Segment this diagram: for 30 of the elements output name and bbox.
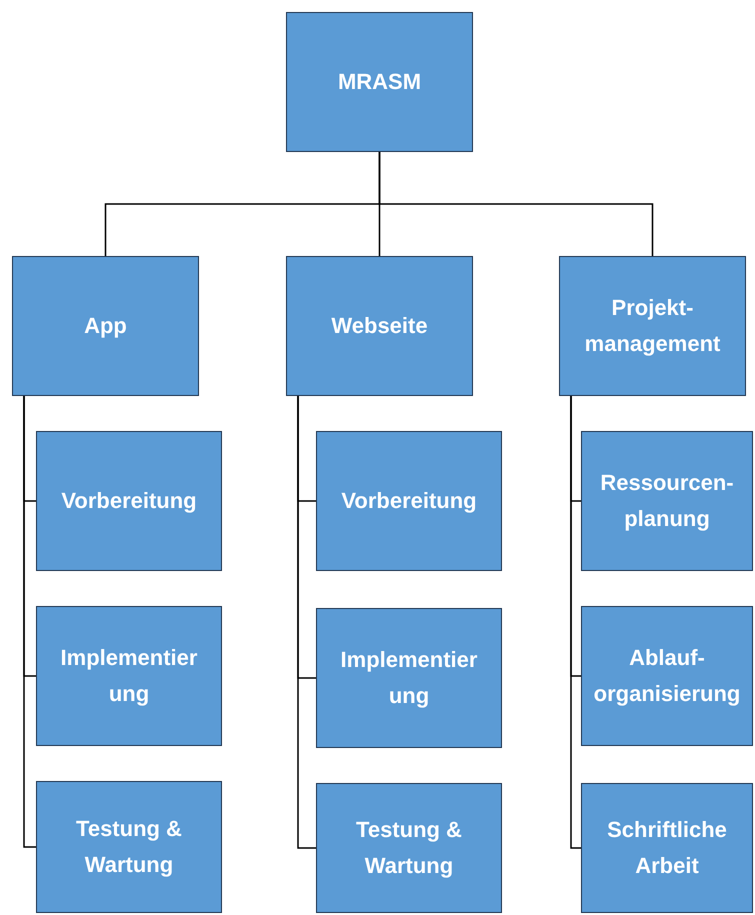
process-box bbox=[581, 783, 753, 913]
box-label: Implementier ung bbox=[340, 646, 478, 710]
box-label: Schriftliche Arbeit bbox=[606, 816, 728, 880]
process-box bbox=[286, 12, 473, 152]
box-label: Ressourcen-planung bbox=[599, 469, 735, 533]
process-box bbox=[581, 606, 753, 746]
box-label: Testung & Wartung bbox=[75, 815, 183, 879]
box-label: App bbox=[84, 312, 127, 340]
process-box bbox=[316, 608, 502, 748]
box-label: Vorbereitung bbox=[341, 487, 477, 515]
box-label: Projekt-management bbox=[584, 294, 722, 358]
process-box bbox=[316, 783, 502, 913]
box-label: Ablauf-organisierung bbox=[594, 644, 740, 708]
box-label: Vorbereitung bbox=[61, 487, 197, 515]
process-box bbox=[286, 256, 473, 396]
connector-line bbox=[570, 396, 581, 849]
box-label: Implementier ung bbox=[60, 644, 198, 708]
box-label: Testung & Wartung bbox=[355, 816, 463, 880]
process-box bbox=[581, 431, 753, 571]
process-box bbox=[559, 256, 746, 396]
connector-line bbox=[23, 396, 36, 848]
connector-line bbox=[297, 396, 316, 849]
process-box bbox=[36, 431, 222, 571]
process-box bbox=[36, 606, 222, 746]
box-label: Webseite bbox=[331, 312, 428, 340]
process-box bbox=[316, 431, 502, 571]
process-box bbox=[36, 781, 222, 913]
connector-line bbox=[378, 152, 654, 256]
process-box bbox=[12, 256, 199, 396]
box-label: MRASM bbox=[338, 68, 422, 96]
